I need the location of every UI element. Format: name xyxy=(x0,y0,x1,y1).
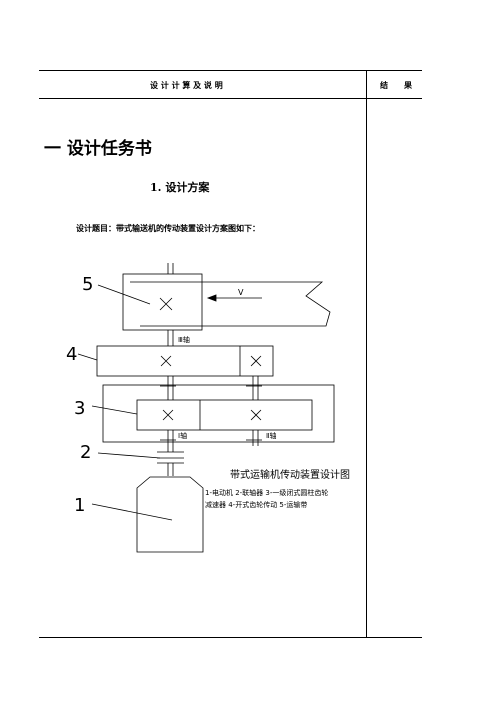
motor xyxy=(136,476,204,553)
frame-bottom-line xyxy=(39,637,422,638)
frame-header-line xyxy=(39,98,422,99)
diagram-caption-line1: 1-电动机 2-联轴器 3-一级闭式圆柱齿轮 xyxy=(205,488,328,497)
header-design-calculation: 设 计 计 算 及 说 明 xyxy=(150,81,223,90)
shaft-1-label: Ⅰ轴 xyxy=(178,431,187,440)
label-5: 5 xyxy=(82,274,93,295)
leader-lines xyxy=(77,284,173,521)
section-subtitle: 1. 设计方案 xyxy=(150,181,210,194)
frame-column-divider xyxy=(366,70,367,638)
frame-top-line xyxy=(39,70,422,71)
open-gear-drive xyxy=(96,345,274,377)
diagram-caption-line2: 减速器 4-开式齿轮传动 5-运输带 xyxy=(205,500,307,509)
coupling xyxy=(157,451,184,476)
header-result: 结 果 xyxy=(380,81,412,90)
section-title: 一 设计任务书 xyxy=(44,139,152,159)
intermediate-shafts xyxy=(160,376,262,400)
shaft-2-label: Ⅱ轴 xyxy=(266,431,276,440)
reducer-housing xyxy=(102,384,335,452)
label-1: 1 xyxy=(74,495,85,516)
design-topic-text: 设计题目：带式输送机的传动装置设计方案图如下： xyxy=(76,224,260,233)
conveyor-belt xyxy=(122,263,331,346)
diagram-caption-title: 带式运输机传动装置设计图 xyxy=(230,468,350,481)
label-2: 2 xyxy=(80,442,91,463)
label-3: 3 xyxy=(74,398,85,419)
velocity-label: V xyxy=(238,288,244,297)
shaft-3-label: Ⅲ轴 xyxy=(178,335,190,344)
label-4: 4 xyxy=(66,344,77,365)
